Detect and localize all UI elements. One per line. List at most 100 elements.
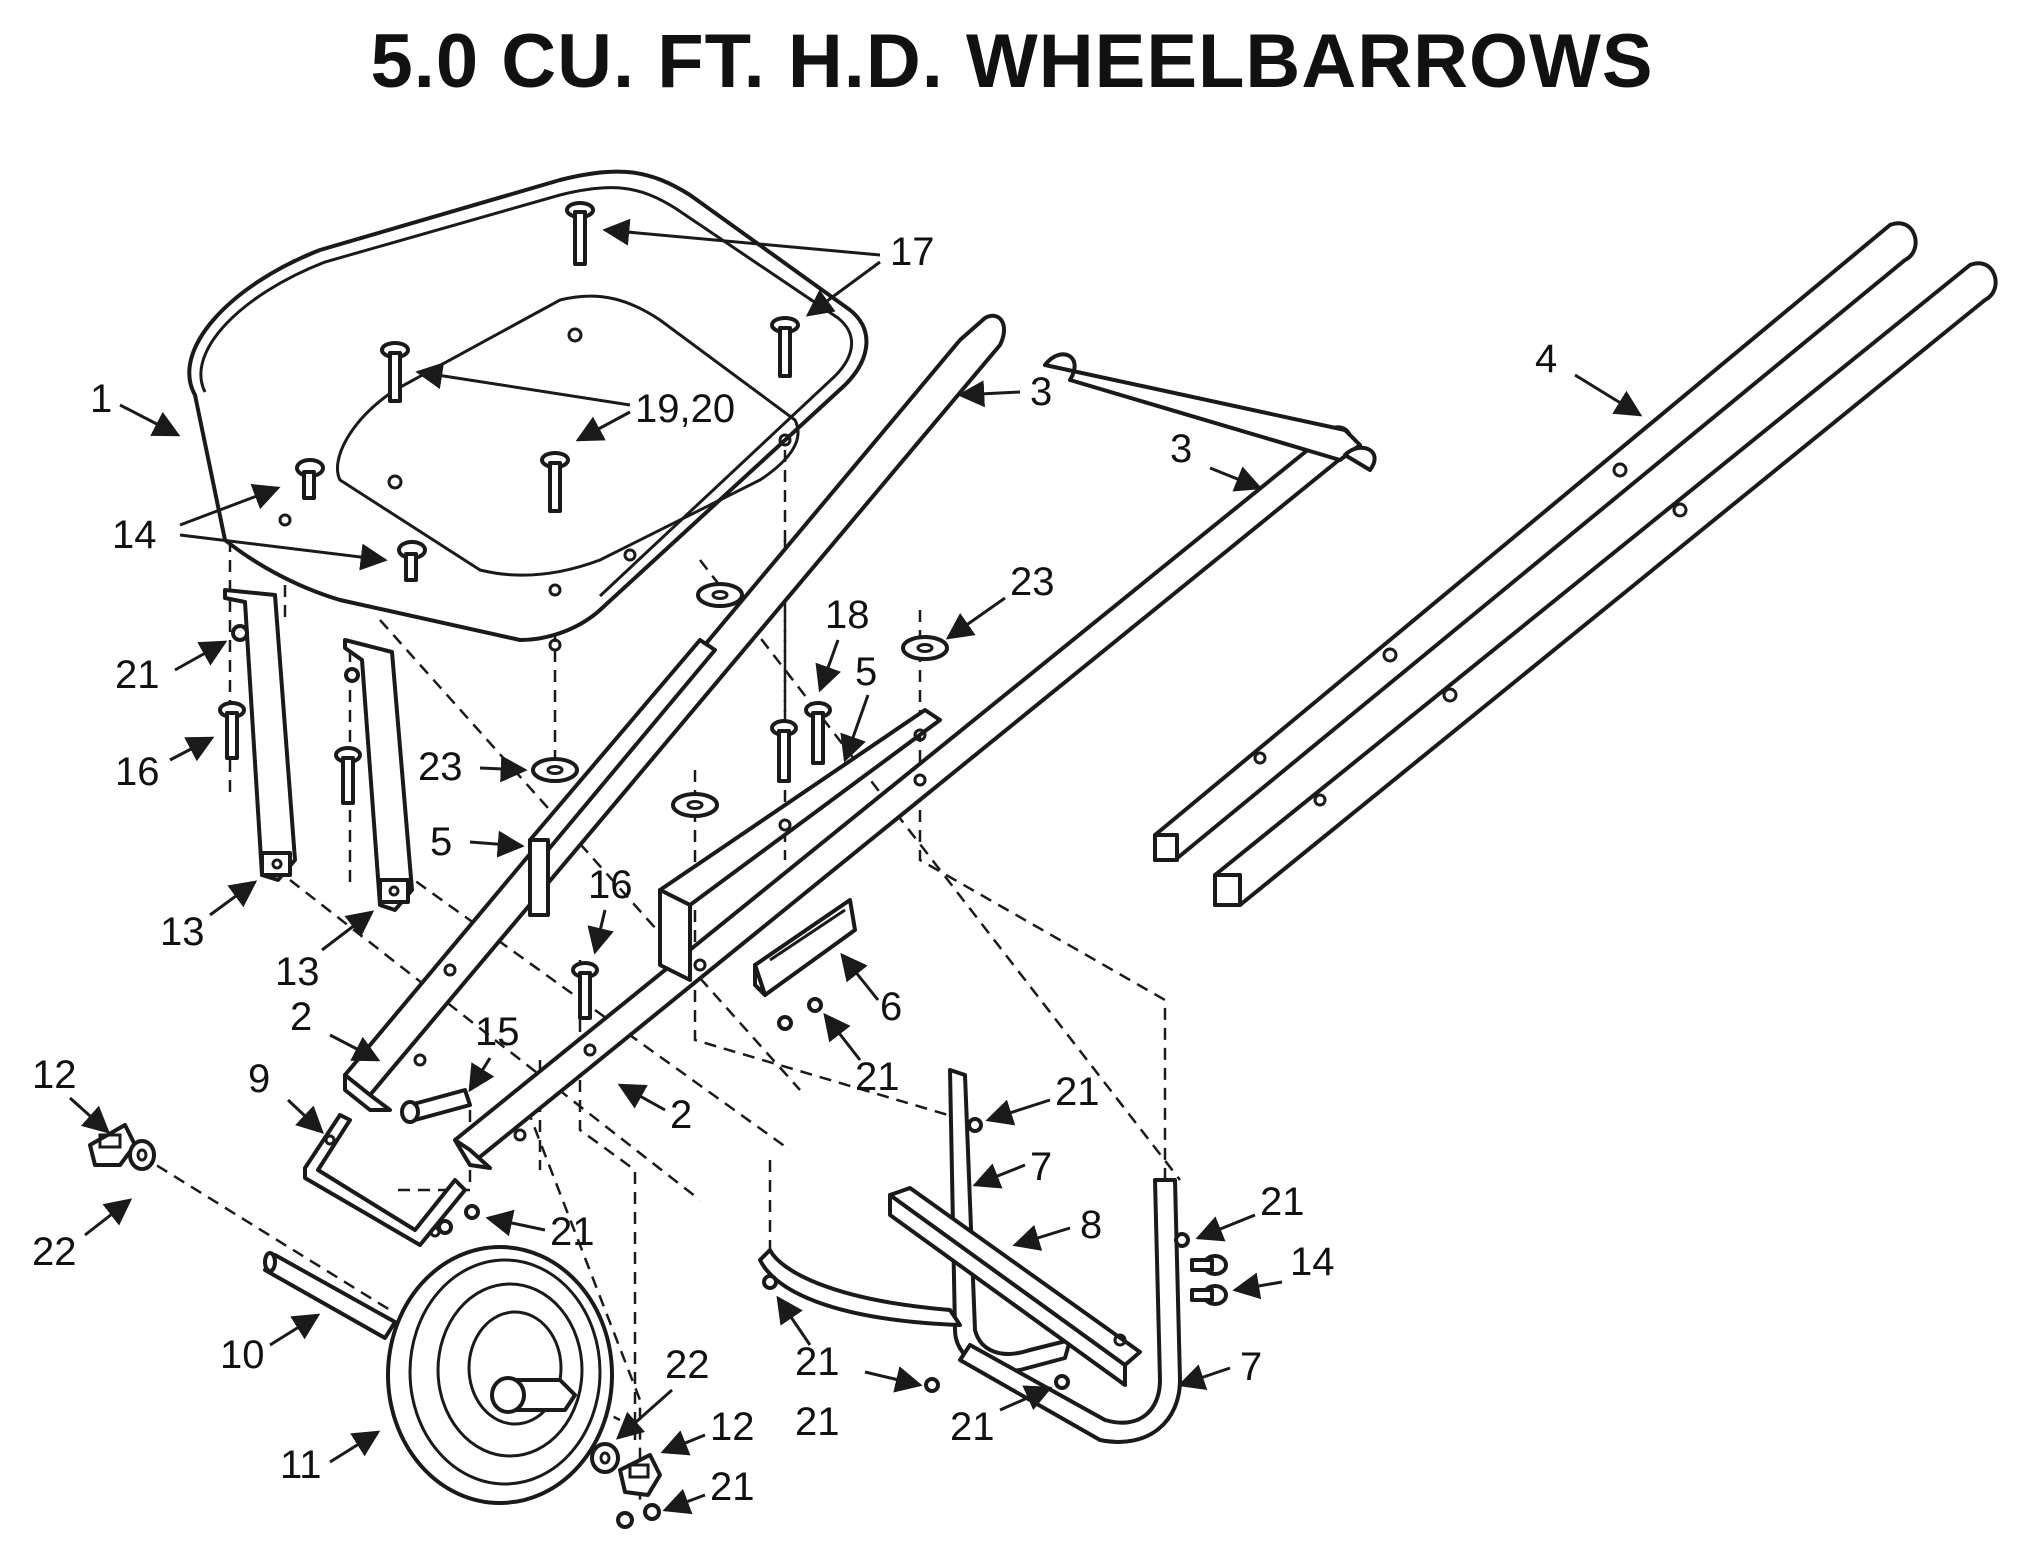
callout-11: 11 [280,1430,381,1487]
callout-21-f: 21 [776,1295,840,1384]
callout-9: 9 [248,1057,324,1134]
part-label: 13 [275,950,320,994]
bolt-16-icon [334,746,362,805]
handle-left [343,314,1006,1112]
callout-21-a: 21 [115,640,228,697]
washer-23-icon [901,635,949,661]
callout-3-b: 3 [1170,427,1263,492]
nut-21-icon [616,1511,634,1529]
callout-5-left: 5 [430,820,525,864]
washer-22-icon [590,1442,620,1474]
axle [263,1251,397,1340]
channel-brace [753,898,857,997]
bolt-19-20-icon [380,341,410,403]
part-label: 21 [795,1340,840,1384]
callout-21-i: 21 [662,1465,755,1515]
callout-21-e: 21 [1195,1180,1305,1242]
part-label: 11 [280,1443,322,1487]
bolt-19-20-icon [540,451,570,513]
part-label: 7 [1030,1145,1052,1189]
leg-rear [958,1178,1182,1444]
part-label: 21 [1260,1180,1305,1224]
handle-extension-b [1343,445,1377,472]
part-label: 21 [115,653,160,697]
carriage-bolt-icon [397,540,427,582]
nut-21-icon [807,997,823,1013]
washer-23-icon [671,792,719,818]
part-label: 12 [710,1405,755,1449]
callout-23-b: 23 [945,560,1055,640]
bolt-17-icon [565,201,595,266]
callout-21-d: 21 [485,1209,595,1254]
part-label: 14 [112,513,157,557]
part-label: 17 [890,230,935,274]
handle-pair [1153,221,1998,907]
nut-21-icon [344,667,360,683]
bolt-16-icon [571,961,599,1020]
callout-1: 1 [90,377,181,437]
callout-5-right: 5 [840,650,877,763]
callout-18: 18 [815,593,870,693]
callout-12-right: 12 [660,1405,755,1456]
nut-21-icon [967,1117,983,1133]
callout-7-rear: 7 [1177,1345,1262,1390]
diagram-title: 5.0 CU. FT. H.D. WHEELBARROWS [370,19,1654,104]
part-label: 2 [290,995,312,1039]
tray [187,169,869,642]
part-label: 5 [855,650,877,694]
callout-13-left: 13 [160,880,258,954]
callout-14-tray: 14 [112,483,388,571]
part-label: 16 [588,863,633,907]
part-label: 21 [950,1405,995,1449]
part-label: 14 [1290,1240,1335,1284]
callout-4: 4 [1535,337,1643,417]
part-label: 23 [418,745,463,789]
tray-brace-left [223,588,297,882]
part-label: 10 [220,1333,265,1377]
callout-16-b: 16 [587,863,633,955]
nut-21-icon [231,624,249,642]
part-label: 21 [710,1465,755,1509]
part-label: 6 [880,985,902,1029]
callout-22-right: 22 [615,1343,710,1440]
nut-21-icon [777,1015,793,1031]
carriage-bolt-icon [1190,1284,1228,1306]
wheel [386,1245,614,1505]
tray-brace-right [343,638,414,912]
callout-14-leg: 14 [1232,1240,1335,1300]
axle-clamp-left [88,1123,137,1167]
part-label: 15 [475,1010,520,1054]
callout-21-g: 21 [795,1366,923,1444]
part-label: 8 [1080,1203,1102,1247]
bolt-16-icon [218,701,246,760]
axle-clamp-right [618,1453,662,1497]
part-label: 13 [160,910,205,954]
part-label: 21 [855,1055,900,1099]
callouts: 1 2 2 3 3 4 5 5 [32,218,1643,1515]
part-label: 16 [115,750,160,794]
part-label: 21 [1055,1070,1100,1114]
washer-22-icon [128,1139,156,1171]
cross-brace-left [528,638,717,917]
callout-21-h: 21 [950,1385,1053,1449]
callout-23-a: 23 [418,745,528,789]
nut-21-icon [762,1274,778,1290]
callout-2-right: 2 [617,1083,692,1137]
part-label: 2 [670,1093,692,1137]
leg-stabilizer [888,1186,1142,1387]
part-label: 19,20 [635,387,735,431]
part-label: 12 [32,1053,77,1097]
part-label: 3 [1170,427,1192,471]
bolt-17-icon [770,316,800,378]
callout-6: 6 [840,952,902,1029]
part-label: 3 [1030,370,1052,414]
cross-brace-right [658,708,942,982]
nut-21-icon [464,1204,480,1220]
callout-21-b: 21 [823,1012,900,1099]
part-label: 18 [825,593,870,637]
part-label: 22 [32,1230,77,1274]
bolt-15-icon [400,1088,472,1124]
part-label: 21 [550,1210,595,1254]
part-label: 5 [430,820,452,864]
